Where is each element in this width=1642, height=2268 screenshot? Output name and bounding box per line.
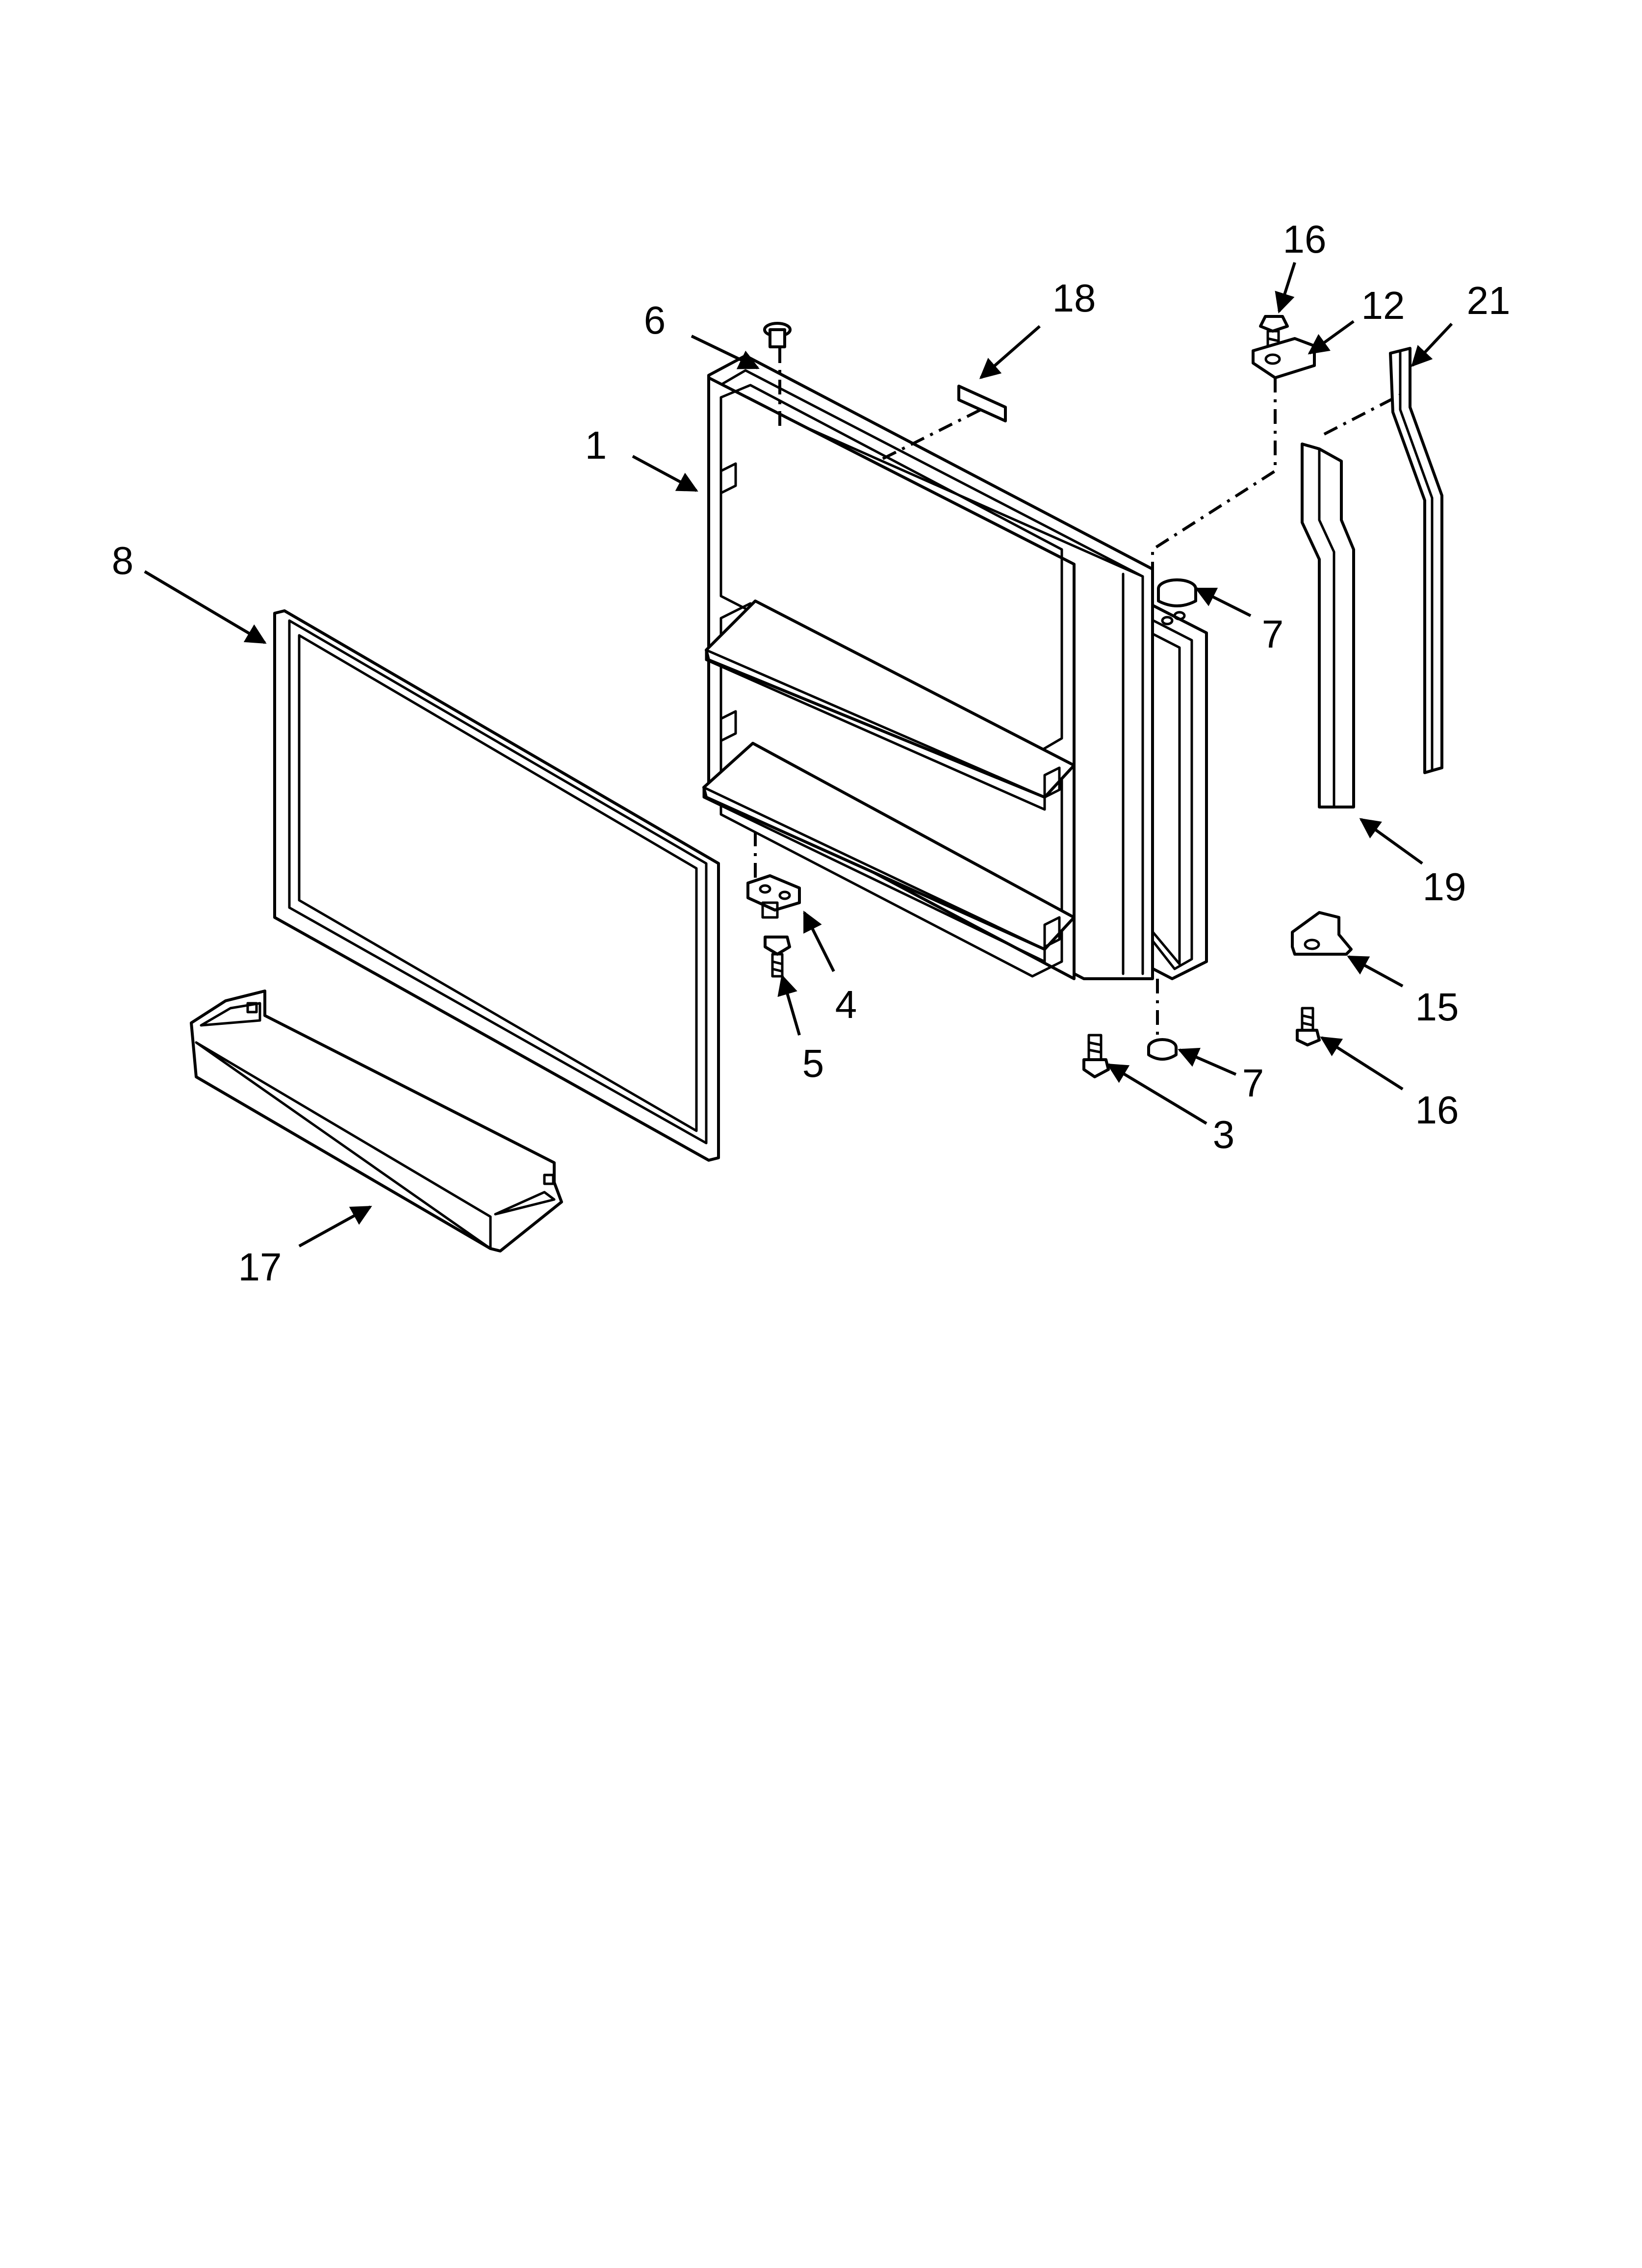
trim-strip-part bbox=[1301, 443, 1355, 808]
callout-5: 5 bbox=[802, 1042, 824, 1085]
door-bin-part bbox=[190, 990, 563, 1252]
hinge-cap-top-part bbox=[1157, 578, 1197, 607]
door-gasket-part bbox=[273, 609, 720, 1162]
assembly-lines bbox=[754, 348, 1401, 1040]
callout-labels: 1 3 4 5 6 7 7 8 12 15 16 16 17 18 19 21 bbox=[112, 217, 1511, 1289]
trim-strip-rear-part bbox=[1389, 347, 1443, 774]
callout-6: 6 bbox=[644, 298, 666, 342]
callout-15: 15 bbox=[1415, 985, 1459, 1029]
callout-7-top: 7 bbox=[1262, 612, 1284, 656]
callout-19: 19 bbox=[1423, 865, 1466, 909]
bottom-bracket-part bbox=[1291, 911, 1353, 956]
door-liner-part bbox=[702, 354, 1208, 980]
label-part bbox=[957, 385, 1007, 422]
callout-4: 4 bbox=[835, 983, 857, 1026]
leader-arrows bbox=[144, 262, 1453, 1248]
screw-bottom-part bbox=[1296, 1007, 1321, 1046]
hinge-screw-part bbox=[764, 936, 791, 978]
callout-16-top: 16 bbox=[1283, 217, 1327, 261]
hinge-bushing-bottom-part bbox=[1147, 1038, 1178, 1061]
callout-1: 1 bbox=[585, 423, 607, 467]
callout-8: 8 bbox=[112, 539, 134, 582]
plug-part bbox=[763, 322, 792, 348]
callout-16-bottom: 16 bbox=[1415, 1088, 1459, 1132]
bottom-screw-part bbox=[1082, 1034, 1110, 1078]
callout-18: 18 bbox=[1052, 276, 1096, 320]
top-hinge-part bbox=[1252, 337, 1316, 379]
bottom-hinge-part bbox=[746, 874, 801, 919]
callout-3: 3 bbox=[1213, 1113, 1235, 1156]
callout-17: 17 bbox=[238, 1245, 282, 1289]
callout-21: 21 bbox=[1467, 279, 1511, 322]
callout-7-bottom: 7 bbox=[1242, 1061, 1264, 1105]
callout-12: 12 bbox=[1361, 284, 1405, 327]
